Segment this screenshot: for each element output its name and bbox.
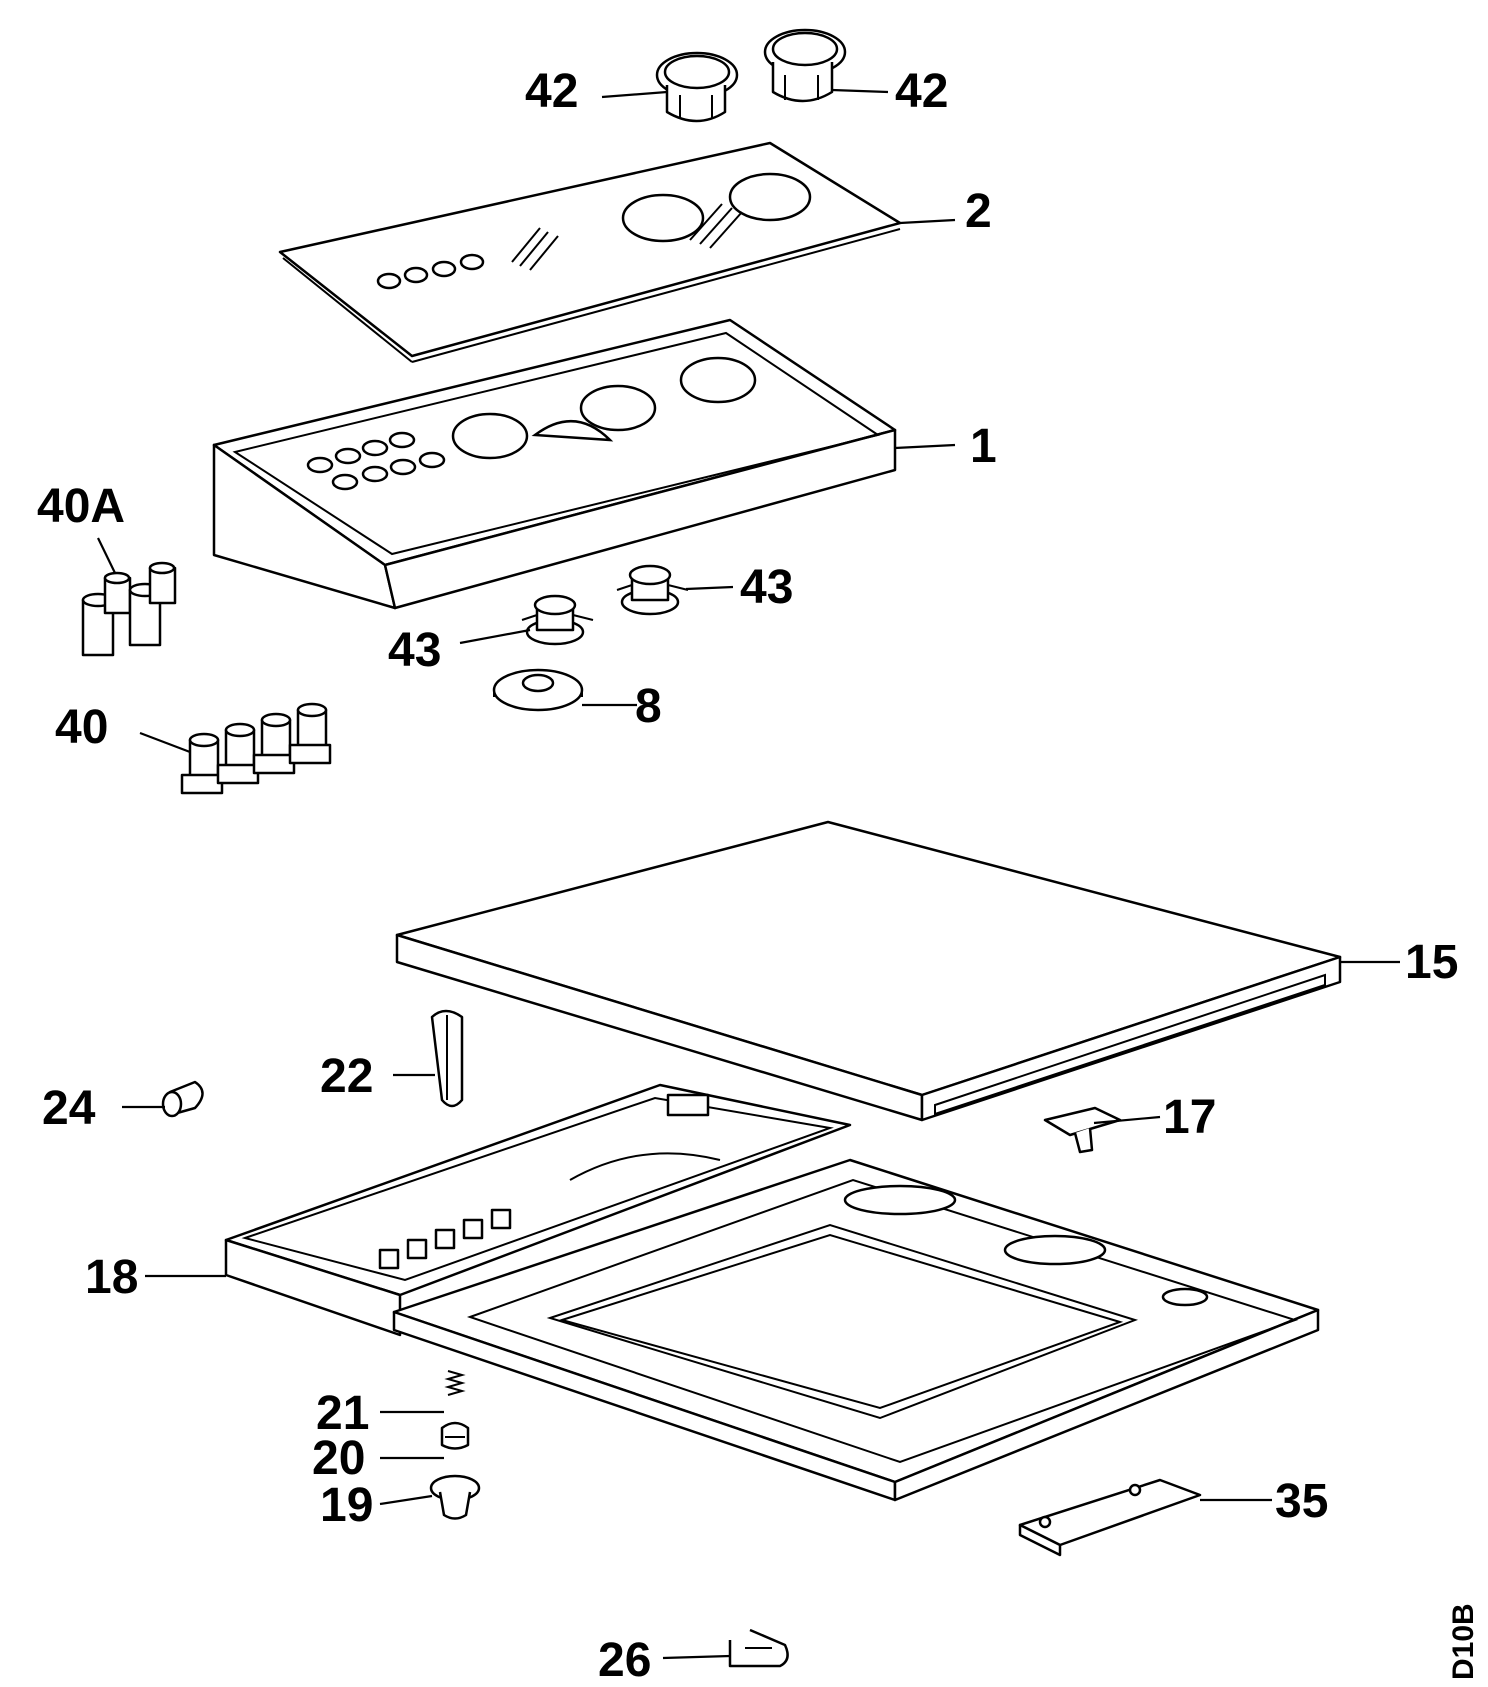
callout-20: 20 <box>312 1432 365 1485</box>
callout-43-right: 43 <box>740 561 793 614</box>
callout-43-left: 43 <box>388 624 441 677</box>
part-22-hinge-clip <box>430 1009 464 1108</box>
part-20-cap <box>440 1421 470 1450</box>
part-19-foot <box>429 1474 481 1520</box>
part-17-bracket <box>1043 1106 1122 1154</box>
part-18-control-tray <box>224 1083 852 1337</box>
callout-17: 17 <box>1163 1091 1216 1144</box>
diagram-code: D10B <box>1447 1603 1480 1680</box>
callout-42-right: 42 <box>895 65 948 118</box>
part-42-knob-right <box>763 28 847 103</box>
callout-2: 2 <box>965 185 992 238</box>
part-35-latch <box>1018 1478 1202 1557</box>
leader-lines <box>97 88 1400 1660</box>
part-24-plug <box>161 1080 204 1118</box>
callout-26: 26 <box>598 1634 651 1687</box>
part-1-console-housing <box>212 318 897 610</box>
part-42-knob-left <box>655 51 739 123</box>
callout-1: 1 <box>970 420 997 473</box>
callout-40a: 40A <box>37 480 125 533</box>
part-8-washer <box>492 668 584 712</box>
callout-35: 35 <box>1275 1475 1328 1528</box>
callout-18: 18 <box>85 1251 138 1304</box>
callout-42-left: 42 <box>525 65 578 118</box>
top-cover-frame <box>392 1158 1320 1502</box>
part-15-lid <box>395 820 1342 1122</box>
part-43-coupler-left <box>521 594 594 646</box>
part-43-coupler-right <box>616 564 689 616</box>
callout-21: 21 <box>316 1387 369 1440</box>
part-40a-caps <box>81 561 177 657</box>
part-2-panel-plate <box>278 141 902 363</box>
part-40-push-buttons <box>180 702 332 795</box>
callout-24: 24 <box>42 1082 96 1135</box>
callout-15: 15 <box>1405 936 1458 989</box>
callout-labels: 42 42 2 1 40A 43 43 8 40 15 22 24 17 18 … <box>37 65 1480 1687</box>
part-26-clip <box>728 1628 789 1668</box>
part-21-spring <box>444 1370 466 1396</box>
callout-22: 22 <box>320 1050 373 1103</box>
callout-8: 8 <box>635 680 662 733</box>
callout-19: 19 <box>320 1479 373 1532</box>
callout-40: 40 <box>55 701 108 754</box>
